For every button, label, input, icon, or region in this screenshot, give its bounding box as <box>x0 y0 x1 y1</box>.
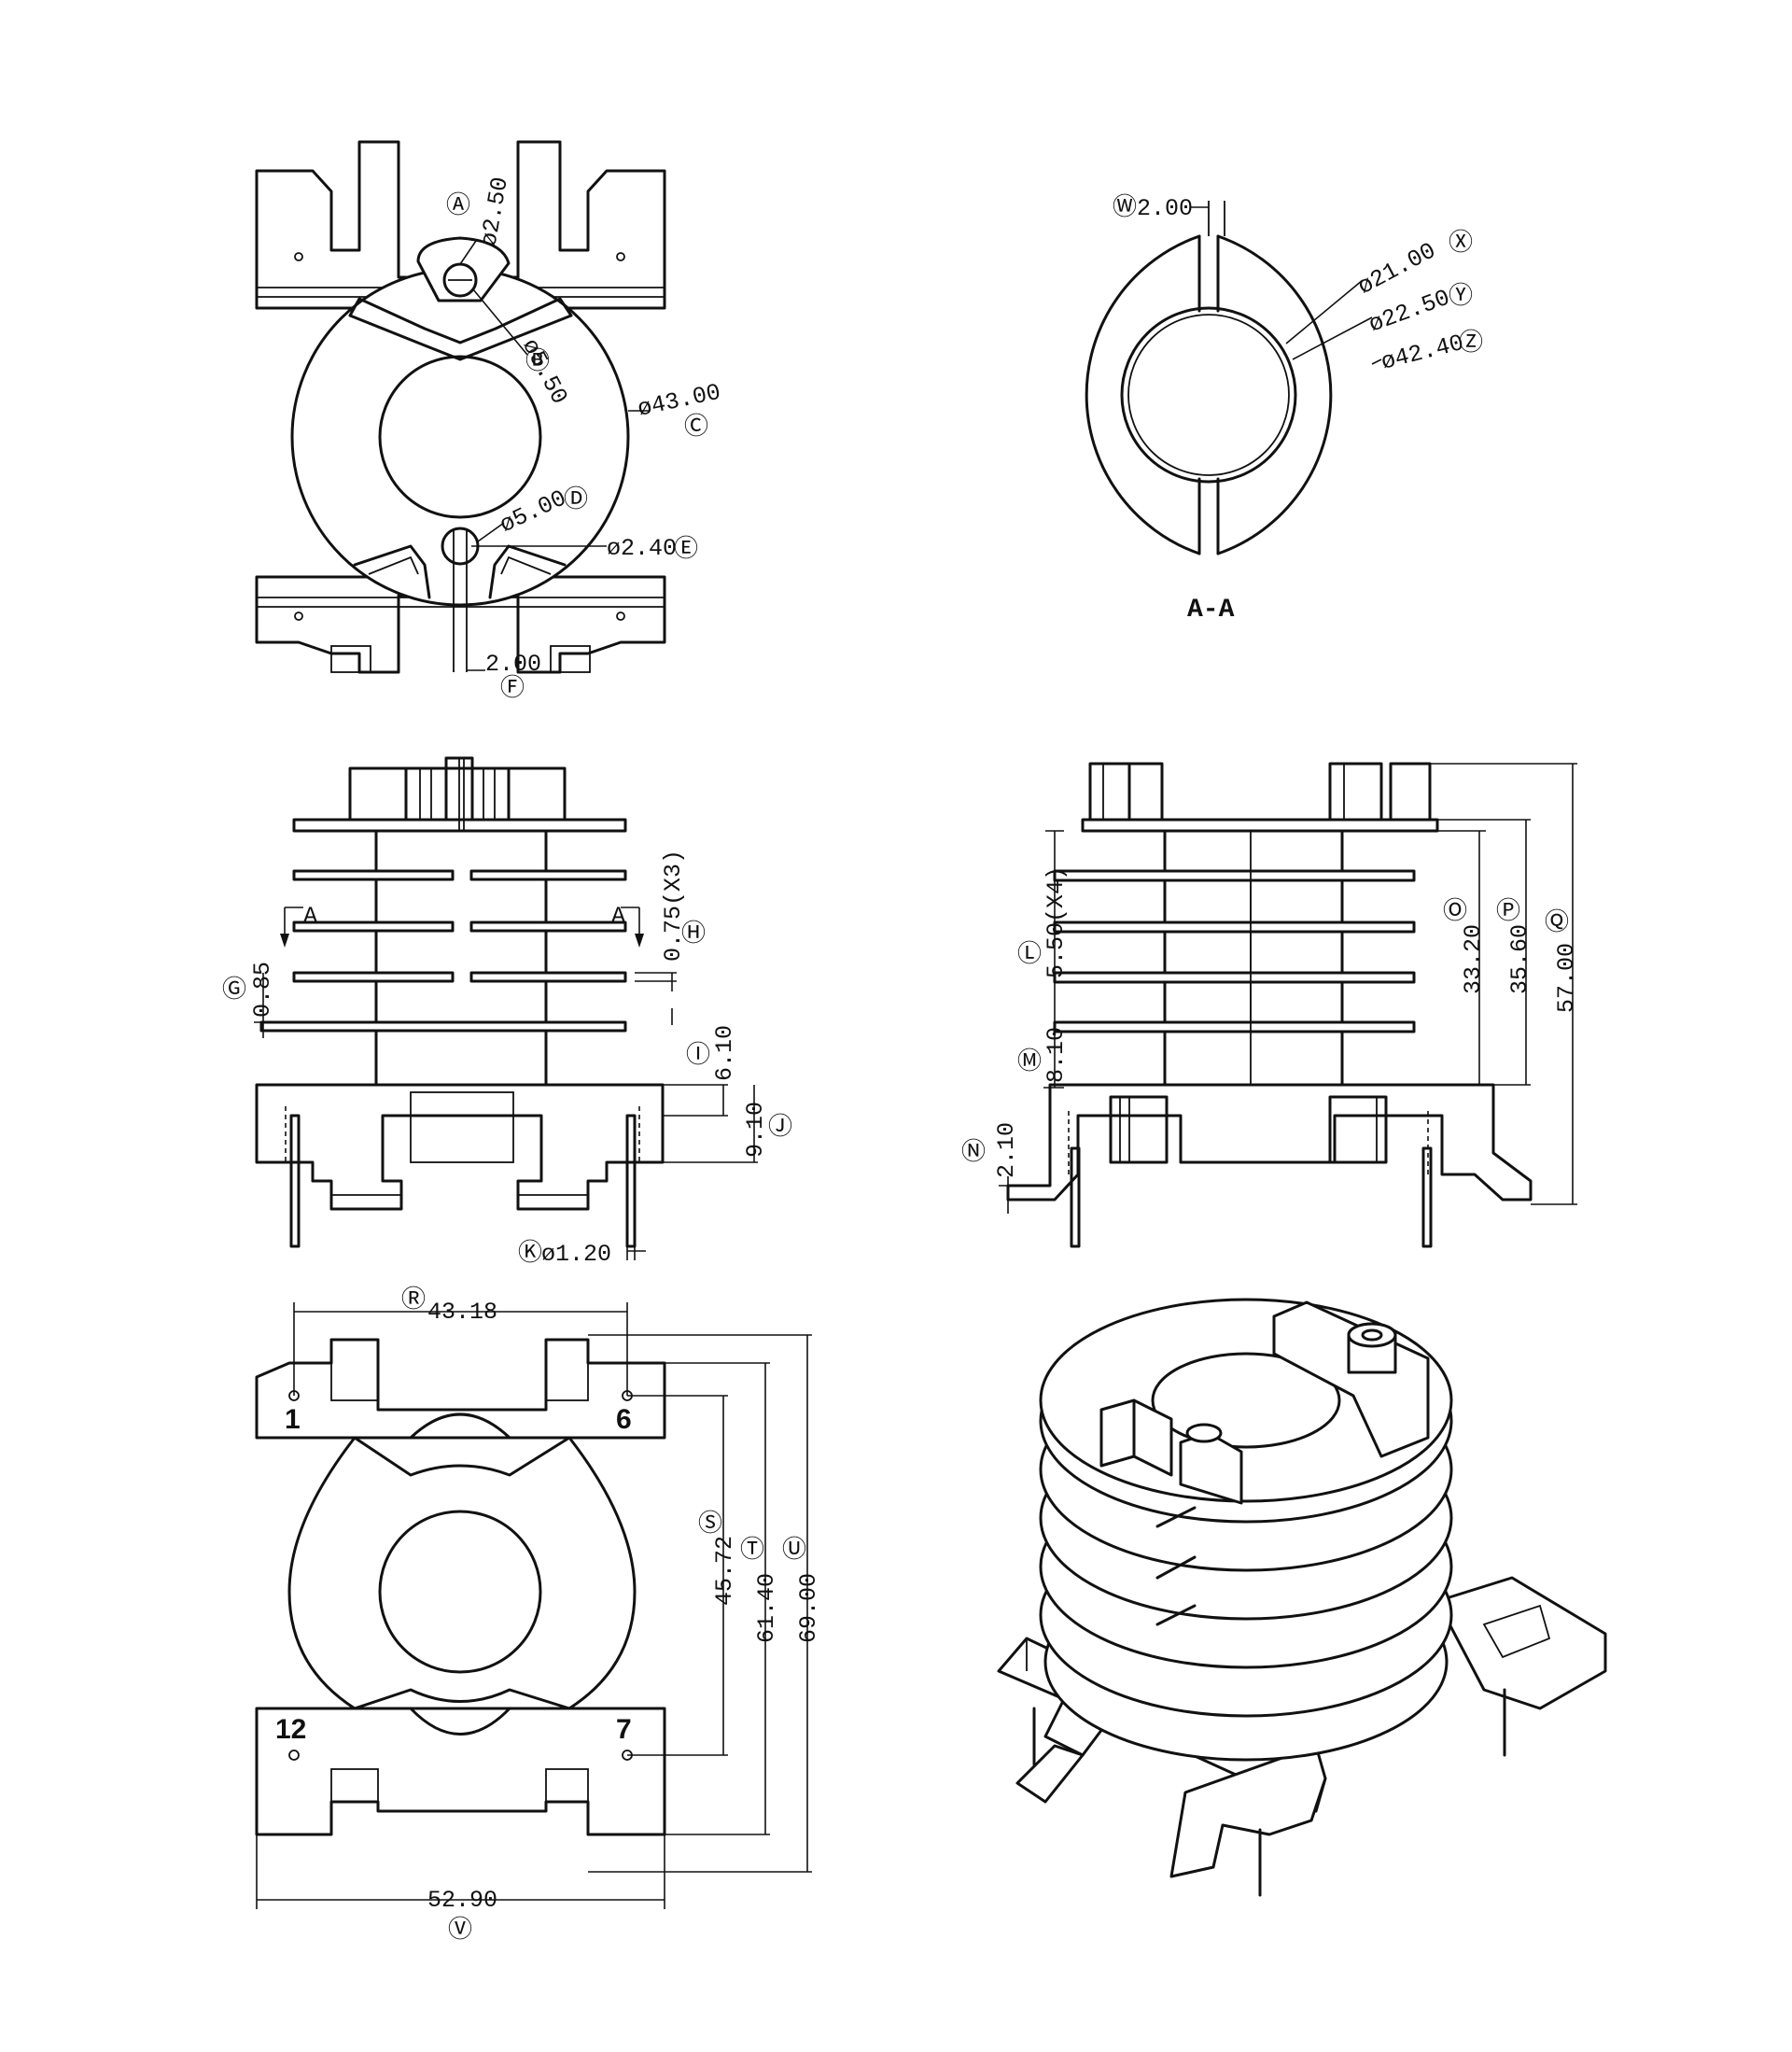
dim-o-value: 33.20 <box>1460 924 1487 994</box>
dim-y-marker: Ⓨ <box>1449 282 1473 310</box>
pin-6-label: 6 <box>616 1404 632 1435</box>
dim-h-marker: Ⓗ <box>681 920 706 948</box>
dim-a-value: ø2.50 <box>475 175 514 248</box>
dim-k-marker: Ⓚ <box>518 1239 542 1267</box>
dim-v-value: 52.90 <box>427 1887 497 1914</box>
dim-q-marker: Ⓠ <box>1545 908 1569 936</box>
dim-m-marker: Ⓜ <box>1017 1047 1042 1075</box>
dim-r-marker: Ⓡ <box>401 1286 426 1314</box>
dim-g-marker: Ⓖ <box>222 976 246 1004</box>
dim-u-value: 69.00 <box>795 1573 822 1643</box>
section-mark-right: A <box>611 903 625 930</box>
dim-s-marker: Ⓢ <box>698 1510 722 1538</box>
section-title: A-A <box>1187 596 1235 625</box>
pin-1-label: 1 <box>285 1404 301 1435</box>
isometric-view <box>997 1298 1607 1897</box>
dim-f-marker: Ⓕ <box>500 674 525 702</box>
dim-n-marker: Ⓝ <box>961 1138 986 1166</box>
dim-c-value: ø43.00 <box>636 379 723 423</box>
dim-m-value: 8.10 <box>1043 1027 1070 1083</box>
dim-v-marker: Ⓥ <box>448 1916 472 1944</box>
dim-d-marker: Ⓓ <box>564 485 588 513</box>
dim-h-value: 0.75(X3) <box>660 850 687 962</box>
section-mark-left: A <box>303 903 317 930</box>
dim-f-value: 2.00 <box>485 651 541 678</box>
dim-p-value: 35.60 <box>1506 924 1533 994</box>
dim-j-value: 9.10 <box>742 1102 769 1158</box>
dim-o-marker: Ⓞ <box>1443 897 1467 925</box>
dim-i-value: 6.10 <box>711 1025 738 1081</box>
dim-c-marker: Ⓒ <box>684 413 708 441</box>
dim-k-value: ø1.20 <box>541 1241 611 1268</box>
dim-x-marker: Ⓧ <box>1449 229 1473 257</box>
pin-7-label: 7 <box>616 1714 632 1745</box>
dim-e-marker: Ⓔ <box>674 535 698 563</box>
pin-12-label: 12 <box>275 1714 306 1745</box>
dim-p-marker: Ⓟ <box>1496 897 1520 925</box>
dim-w-marker: Ⓦ <box>1113 193 1137 221</box>
dim-j-marker: Ⓙ <box>768 1113 792 1141</box>
dim-z-value: ø42.40 <box>1379 330 1466 376</box>
dim-g-value: 0.85 <box>249 962 276 1018</box>
bottom-view: 1 6 12 7 Ⓡ 43.18 Ⓢ 45.72 Ⓣ 61.40 Ⓤ 69.00… <box>255 1286 822 1944</box>
dim-q-value: 57.00 <box>1553 943 1580 1013</box>
dim-i-marker: Ⓘ <box>686 1041 710 1069</box>
dim-l-marker: Ⓛ <box>1017 940 1042 968</box>
front-view: A A Ⓖ 0.85 0.75(X3) Ⓗ Ⓘ 6.10 9.10 Ⓙ Ⓚ ø1… <box>222 756 792 1268</box>
dim-a-marker: Ⓐ <box>446 191 470 219</box>
dim-u-marker: Ⓤ <box>782 1536 806 1564</box>
dim-l-value: 5.50(X4) <box>1043 866 1070 978</box>
top-view: Ⓐ ø2.50 Ⓑ ø5.50 ø43.00 Ⓒ ø5.00 Ⓓ ø2.40 Ⓔ… <box>255 140 723 702</box>
dim-z-marker: Ⓩ <box>1459 329 1483 357</box>
dim-r-value: 43.18 <box>427 1299 497 1326</box>
dim-b-marker: Ⓑ <box>525 347 550 375</box>
section-view-a-a: Ⓦ 2.00 ø21.00 Ⓧ ø22.50 Ⓨ ø42.40 Ⓩ A-A <box>1085 193 1483 625</box>
side-view: Ⓛ 5.50(X4) Ⓜ 8.10 Ⓝ 2.10 Ⓞ 33.20 Ⓟ 35.60… <box>961 762 1580 1248</box>
dim-t-value: 61.40 <box>753 1573 780 1643</box>
dim-s-value: 45.72 <box>711 1536 738 1606</box>
dim-e-value: ø2.40 <box>607 535 677 562</box>
dim-w-value: 2.00 <box>1137 195 1193 222</box>
dim-n-value: 2.10 <box>993 1122 1020 1178</box>
dim-t-marker: Ⓣ <box>740 1536 764 1564</box>
